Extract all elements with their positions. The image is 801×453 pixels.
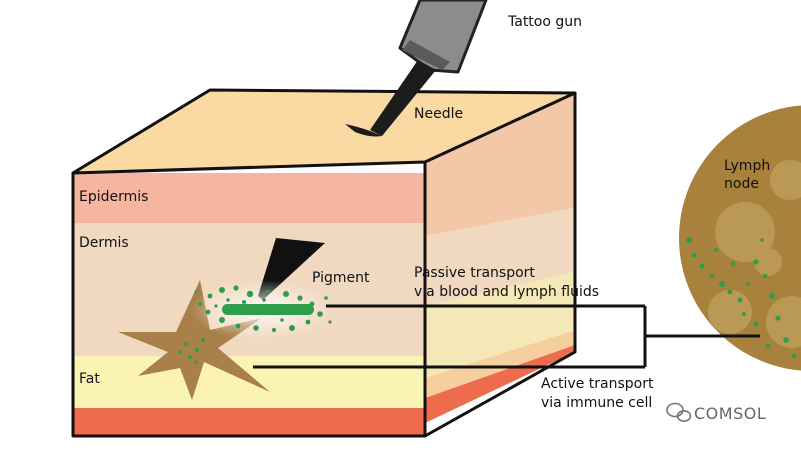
tattoo-gun-label: Tattoo gun: [508, 14, 583, 30]
fat-label: Fat: [79, 371, 100, 387]
immune-cell-icon: [118, 280, 270, 400]
pigment-label: Pigment: [312, 270, 370, 286]
lymph-node-label-line2: node: [724, 176, 759, 192]
tattoo-gun-icon: [345, 0, 488, 137]
passive-transport-label-line2: via blood and lymph fluids: [414, 284, 600, 300]
epidermis-layer: [73, 173, 425, 223]
lymph-node-label-line1: Lymph: [724, 158, 771, 174]
active-transport-label-line1: Active transport: [541, 376, 654, 392]
transport-lines: [253, 304, 760, 369]
pigment-cloud: [190, 280, 334, 340]
skin-top-face: [73, 90, 575, 173]
lymph-node: [679, 105, 801, 371]
epidermis-label: Epidermis: [79, 189, 149, 205]
watermark-text: COMSOL: [694, 404, 767, 423]
immune-cell-pigment: [178, 338, 205, 364]
dermis-label: Dermis: [79, 235, 129, 251]
passive-transport-label-line1: Passive transport: [414, 265, 535, 281]
skin-block-right-face: [425, 93, 575, 423]
lymph-node-pigment: [686, 237, 797, 359]
active-transport-label-line2: via immune cell: [541, 395, 653, 411]
bottom-layer: [73, 408, 425, 436]
wechat-icon: [666, 402, 692, 422]
skin-block-outline: [71, 88, 577, 438]
needle-label: Needle: [414, 106, 464, 122]
